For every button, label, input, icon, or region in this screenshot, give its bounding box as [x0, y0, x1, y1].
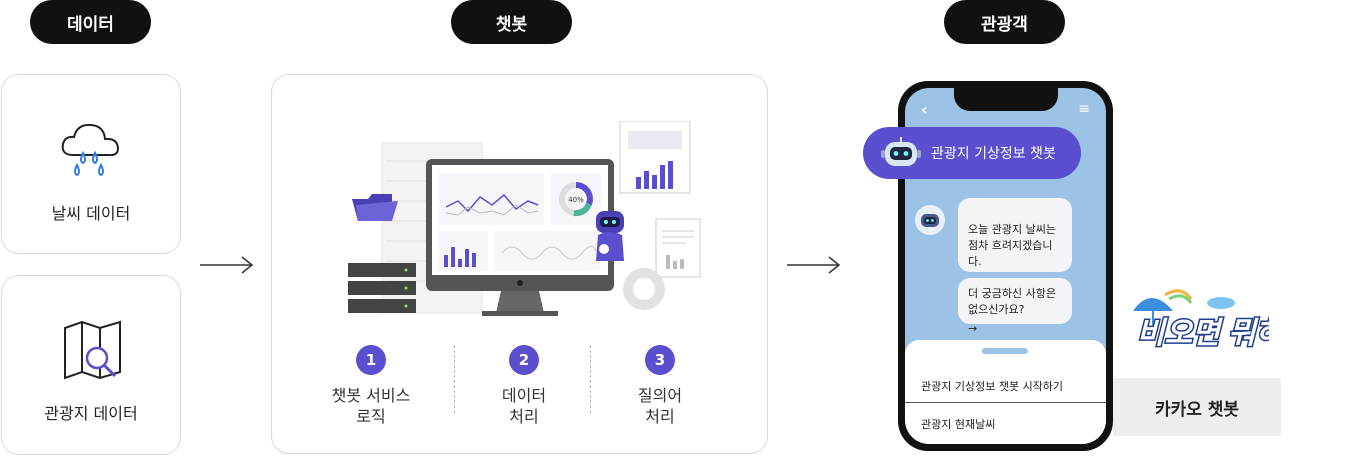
tourism-data-label: 관광지 데이터 [44, 404, 138, 423]
step-label: 데이터 처리 [501, 386, 547, 426]
dashboard-illustration: 40% [348, 121, 701, 316]
chat-message-2: 더 궁금하신 사항은 없으신가요? [958, 278, 1072, 324]
step-number: 3 [645, 345, 675, 375]
kakao-chatbot-label: 카카오 챗봇 [1113, 378, 1281, 436]
server-icon [348, 263, 416, 313]
tourism-data-card: 관광지 데이터 [1, 275, 181, 455]
rain-logo-icon: 비오면 뭐하지? [1133, 289, 1269, 352]
step-label: 질의어 처리 [637, 386, 683, 426]
menu-item-start-chatbot[interactable]: 관광지 기상정보 챗봇 시작하기 [921, 380, 1064, 393]
donut-percent: 40% [568, 196, 584, 204]
chat-message-1: 오늘 관광지 날씨는 점차 흐려지겠습니다. → [958, 198, 1072, 350]
bottom-menu-sheet: 관광지 기상정보 챗봇 시작하기 관광지 현재날씨 [905, 340, 1106, 444]
menu-divider [905, 402, 1106, 403]
menu-item-current-weather[interactable]: 관광지 현재날씨 [921, 418, 996, 431]
robot-icon [596, 211, 624, 261]
step-number: 1 [356, 345, 386, 375]
phone-notch [953, 88, 1058, 111]
step-label: 챗봇 서비스 로직 [331, 386, 411, 426]
divider [590, 345, 591, 413]
chatbot-card: 40% 1 챗봇 서비스 로직 2 [271, 74, 768, 454]
robot-icon [921, 214, 939, 227]
step-3: 3 질의어 처리 [600, 345, 720, 427]
rain-cloud-icon [61, 123, 120, 177]
weather-data-card: 날씨 데이터 [1, 74, 181, 254]
step-1: 1 챗봇 서비스 로직 [311, 345, 431, 427]
header-chatbot: 챗봇 [451, 0, 572, 44]
chatbot-title: 관광지 기상정보 챗봇 [931, 146, 1056, 162]
bot-avatar [915, 205, 945, 235]
divider [454, 345, 455, 413]
sheet-handle[interactable] [982, 348, 1028, 354]
header-tourist: 관광객 [944, 0, 1065, 44]
arrow-icon: → [968, 322, 978, 335]
weather-data-label: 날씨 데이터 [51, 204, 131, 223]
map-search-icon [64, 320, 121, 380]
step-number: 2 [509, 345, 539, 375]
menu-icon[interactable]: ≡ [1078, 101, 1090, 117]
back-icon[interactable]: ‹ [921, 100, 928, 119]
arrow-right-icon [787, 256, 841, 274]
header-data: 데이터 [30, 0, 151, 44]
logo-text: 비오면 뭐하지? [1137, 317, 1269, 350]
step-2: 2 데이터 처리 [464, 345, 584, 427]
chat-message-text: 오늘 관광지 날씨는 점차 흐려지겠습니다. [968, 223, 1056, 268]
arrow-right-icon [200, 256, 254, 274]
robot-icon [881, 137, 921, 166]
chatbot-title-badge: 관광지 기상정보 챗봇 [863, 127, 1081, 179]
